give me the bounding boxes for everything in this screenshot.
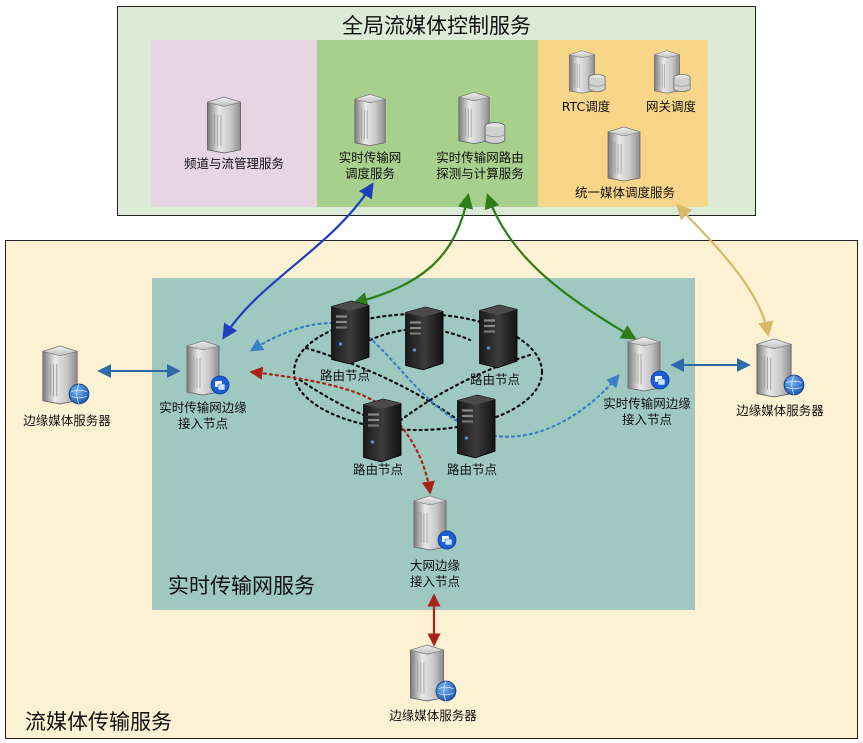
edge-node-left-badge-icon [210, 375, 230, 395]
rtc-route-path [249, 322, 620, 438]
rtn-routing-label-line2: 探测与计算服务 [436, 166, 524, 181]
edge-server-bottom-globe-icon [435, 680, 457, 702]
rtn-scheduling-label-line1: 实时传输网 [338, 150, 402, 165]
route-node-3-icon [354, 398, 404, 464]
bignet-node-label-line1: 大网边缘 [409, 558, 460, 573]
edge-node-right-label: 实时传输网边缘 接入节点 [592, 396, 702, 428]
route-node-1-label: 路由节点 [319, 368, 370, 383]
gateway-scheduling-label: 网关调度 [645, 99, 696, 114]
edge-node-left-label-line2: 接入节点 [177, 416, 228, 431]
edge-node-right-label-line2: 接入节点 [621, 412, 672, 427]
rtc-scheduling-label: RTC调度 [561, 99, 611, 114]
edge-server-right-globe-icon [783, 374, 805, 396]
edge-node-right-badge-icon [650, 370, 670, 390]
route-node-center-icon [396, 306, 446, 372]
route-link-top [368, 327, 472, 342]
bignet-node-label-line2: 接入节点 [409, 574, 460, 589]
transport-title: 流媒体传输服务 [25, 710, 172, 734]
rtn-scheduling-label: 实时传输网 调度服务 [322, 150, 418, 182]
global-control-title: 全局流媒体控制服务 [342, 14, 531, 38]
routing-to-right-edge-arrow [484, 193, 637, 340]
edge-server-left-label: 边缘媒体服务器 [23, 413, 111, 428]
rtn-scheduling-label-line2: 调度服务 [344, 166, 395, 181]
bignet-node-badge-icon [437, 530, 457, 550]
bignet-node-label: 大网边缘 接入节点 [380, 558, 490, 590]
route-node-2-label: 路由节点 [469, 372, 520, 387]
edge-node-left-label-line1: 实时传输网边缘 [159, 400, 247, 415]
route-node-2-icon [470, 304, 520, 370]
route-node-4-icon [448, 394, 498, 460]
rtn-routing-label: 实时传输网路由 探测与计算服务 [418, 150, 542, 182]
edge-server-left-globe-icon [68, 383, 90, 405]
rtn-service-title: 实时传输网服务 [168, 574, 315, 598]
route-node-4-label: 路由节点 [446, 462, 497, 477]
edge-server-bottom-label: 边缘媒体服务器 [389, 708, 477, 723]
edge-node-right-label-line1: 实时传输网边缘 [603, 396, 691, 411]
channel-mgmt-label: 频道与流管理服务 [183, 156, 284, 171]
route-node-3-label: 路由节点 [352, 462, 403, 477]
rtn-routing-label-line1: 实时传输网路由 [436, 150, 524, 165]
route-link-diag1 [304, 346, 460, 422]
routing-to-route-node-arrow [352, 192, 474, 308]
unified-to-right-server-arrow [675, 203, 774, 338]
edge-node-left-label: 实时传输网边缘 接入节点 [148, 400, 258, 432]
route-node-1-icon [322, 300, 372, 366]
edge-server-right-label: 边缘媒体服务器 [736, 403, 824, 418]
